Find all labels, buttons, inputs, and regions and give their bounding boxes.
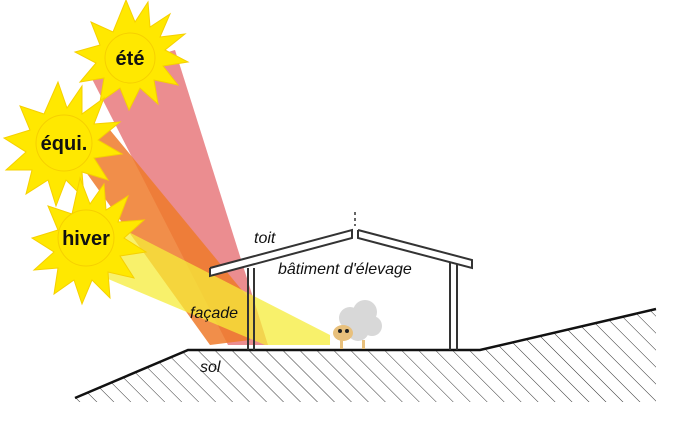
- ground-line: [74, 307, 657, 400]
- equinox-sun-icon: [2, 80, 124, 208]
- equinox-sun-label: équi.: [41, 133, 88, 155]
- ground-label: sol: [200, 359, 221, 376]
- building-label: bâtiment d'élevage: [278, 261, 412, 278]
- winter-sun-label: hiver: [62, 228, 110, 250]
- summer-sun-icon: [73, 0, 190, 112]
- winter-sun-icon: [30, 176, 148, 306]
- facade-label: façade: [190, 305, 238, 322]
- livestock-building: [209, 212, 473, 350]
- roof-label: toit: [254, 230, 276, 247]
- sheep-icon: [333, 300, 382, 349]
- ground-hatch: [75, 309, 656, 402]
- summer-sun-label: été: [116, 48, 145, 70]
- winter-beam: [75, 225, 330, 345]
